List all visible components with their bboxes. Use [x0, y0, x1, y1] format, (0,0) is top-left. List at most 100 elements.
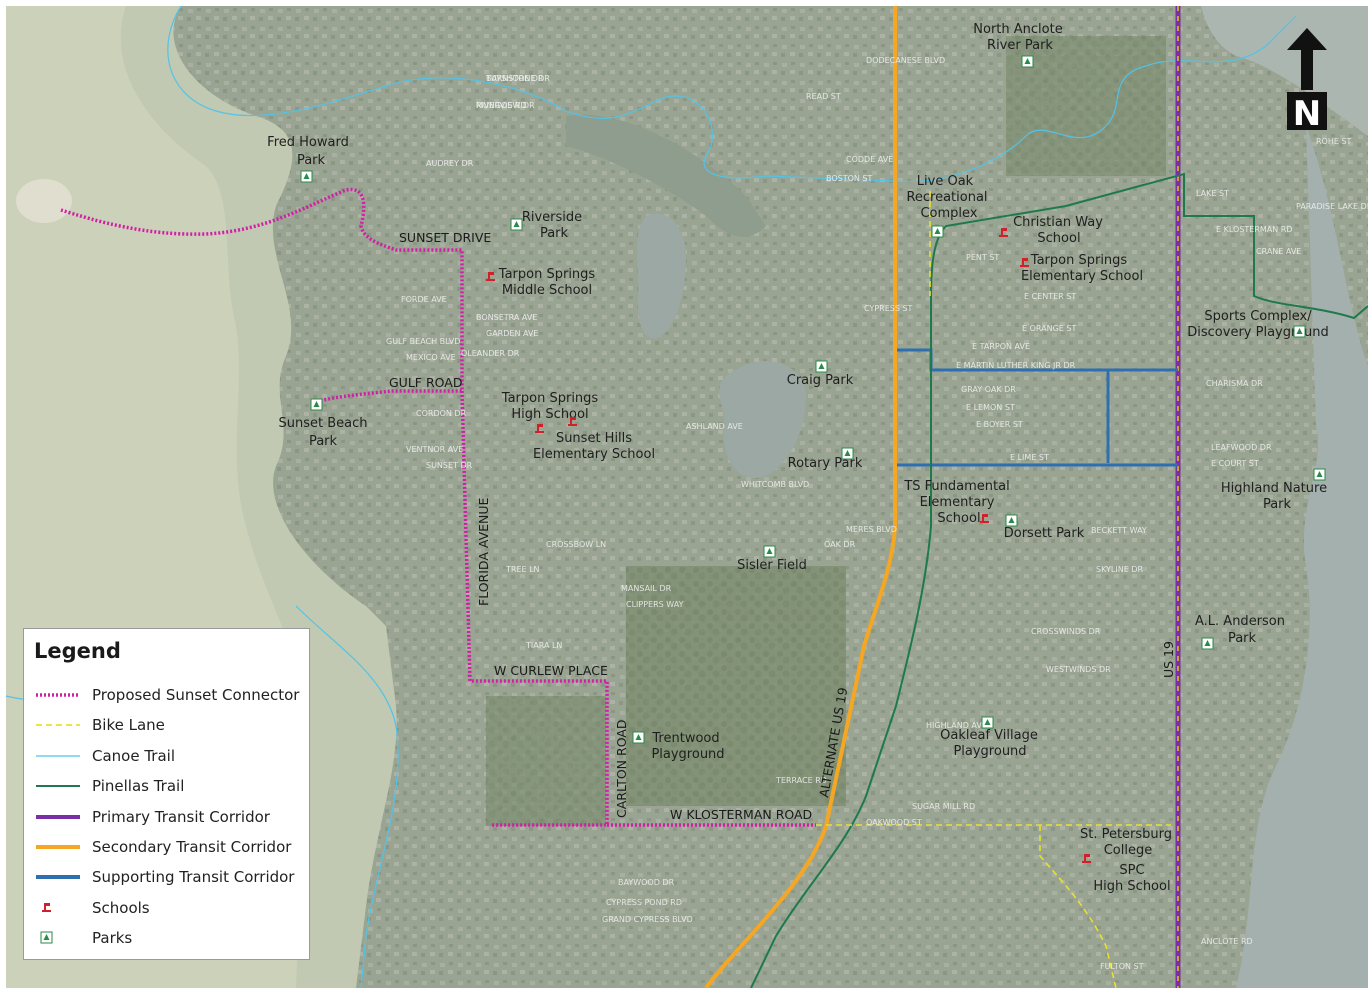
park-trentwood-line2: Playground	[651, 747, 724, 762]
street-label: SUNSET DR	[426, 461, 473, 470]
school-spc-high-line1: SPC	[1119, 863, 1144, 878]
label-w-curlew-place: W CURLEW PLACE	[494, 663, 608, 678]
legend-item: Secondary Transit Corridor	[34, 835, 304, 859]
street-label: CORDON DR	[416, 409, 467, 418]
street-label: AUDREY DR	[426, 159, 474, 168]
school-icon[interactable]	[999, 228, 1008, 237]
park-fred-howard-line1: Fred Howard	[267, 135, 349, 150]
street-label: GARDEN AVE	[486, 329, 538, 338]
street-label: CYPRESS ST	[864, 304, 913, 313]
park-icon[interactable]	[510, 218, 523, 231]
legend-item: Bike Lane	[34, 713, 304, 737]
school-christian-way-line1: Christian Way	[1013, 215, 1103, 230]
legend-label: Parks	[92, 929, 133, 948]
park-icon[interactable]	[300, 170, 313, 183]
school-icon[interactable]	[486, 272, 495, 281]
park-highland-line1: Highland Nature	[1221, 481, 1327, 496]
street-label: E BOYER ST	[976, 420, 1023, 429]
park-sports-complex-line1: Sports Complex/	[1204, 309, 1312, 324]
school-spc-high-line2: High School	[1093, 879, 1170, 894]
school-tarpon-elem-line2: Elementary School	[1021, 269, 1143, 284]
street-label: TREE LN	[505, 565, 540, 574]
legend-symbol-thick-line	[34, 870, 82, 884]
street-label: E CENTER ST	[1024, 292, 1076, 301]
legend-label: Proposed Sunset Connector	[92, 686, 300, 704]
park-trentwood-line1: Trentwood	[651, 731, 719, 746]
label-sunset-drive: SUNSET DRIVE	[399, 230, 491, 245]
street-label: LAKE ST	[1196, 189, 1229, 198]
park-oakleaf-line2: Playground	[953, 744, 1026, 759]
legend-item: Canoe Trail	[34, 744, 304, 768]
park-icon[interactable]	[841, 447, 854, 460]
street-label: FORDE AVE	[401, 295, 447, 304]
park-north-anclote-line1: North Anclote	[973, 22, 1062, 37]
school-icon[interactable]	[980, 514, 989, 523]
school-ts-fundamental-line3: School	[937, 511, 980, 526]
legend-label: Canoe Trail	[92, 746, 175, 765]
school-ts-fundamental-line1: TS Fundamental	[903, 479, 1009, 494]
street-label: BECKETT WAY	[1091, 526, 1147, 535]
legend-label: Bike Lane	[92, 716, 165, 735]
street-label: OAK DR	[824, 540, 856, 549]
spring-bayou	[637, 213, 686, 339]
north-arrow-icon	[1287, 28, 1327, 90]
park-dorsett: Dorsett Park	[1004, 526, 1085, 541]
park-icon[interactable]	[632, 731, 645, 744]
legend-label: Secondary Transit Corridor	[92, 838, 292, 856]
street-label: ROHE ST	[1316, 137, 1352, 146]
school-icon[interactable]	[1082, 854, 1091, 863]
park-sunset-beach-line2: Park	[309, 434, 338, 449]
proposed-sunset-connector	[60, 187, 816, 827]
label-florida-avenue: FLORIDA AVENUE	[476, 497, 491, 606]
street-label: E MARTIN LUTHER KING JR DR	[956, 361, 1076, 370]
label-us19: US 19	[1161, 641, 1176, 678]
park-markers	[300, 55, 1326, 744]
street-label: PENT ST	[966, 253, 999, 262]
pinellas-trail	[750, 172, 1368, 988]
street-label: TERRACE RD	[775, 776, 827, 785]
school-icon[interactable]	[1020, 258, 1029, 267]
legend-symbol-dashed-line	[34, 718, 82, 732]
street-label: MANSAIL DR	[621, 584, 672, 593]
park-sports-complex-line2: Discovery Playground	[1187, 325, 1328, 340]
park-sisler: Sisler Field	[737, 558, 807, 573]
legend-item: Proposed Sunset Connector	[34, 683, 304, 707]
street-label: HIGHLAND AVE	[926, 721, 987, 730]
legend-label: Supporting Transit Corridor	[92, 868, 295, 887]
park-icon[interactable]	[1005, 514, 1018, 527]
street-label: LEAFWOOD DR	[1211, 443, 1272, 452]
park-icon[interactable]	[1293, 325, 1306, 338]
park-icon[interactable]	[1201, 637, 1214, 650]
school-ts-fundamental-line2: Elementary	[920, 495, 995, 510]
park-icon[interactable]	[310, 398, 323, 411]
street-label: WHITCOMB BLVD	[741, 480, 809, 489]
park-icon[interactable]	[763, 545, 776, 558]
park-icon[interactable]	[1021, 55, 1034, 68]
street-label: FULTON ST	[1100, 962, 1144, 971]
street-label: BAYSHORE DR	[486, 74, 544, 83]
park-rotary: Rotary Park	[788, 456, 863, 471]
school-icon[interactable]	[535, 424, 544, 433]
street-label: E LIME ST	[1010, 453, 1049, 462]
label-w-klosterman-road: W KLOSTERMAN ROAD	[670, 807, 812, 822]
park-icon[interactable]	[815, 360, 828, 373]
legend-symbol-thick-line	[34, 810, 82, 824]
park-icon[interactable]	[981, 716, 994, 729]
legend-title: Legend	[34, 639, 121, 663]
school-middle-line2: Middle School	[502, 283, 592, 298]
park-live-oak-line1: Live Oak	[917, 174, 974, 189]
street-label: CLIPPERS WAY	[626, 600, 684, 609]
label-carlton-road: CARLTON ROAD	[614, 720, 629, 819]
school-icon[interactable]	[568, 417, 577, 426]
street-label: GULF BEACH BLVD	[386, 337, 460, 346]
lake-tarpon-bayou	[719, 361, 806, 478]
school-spc-line2: College	[1104, 843, 1153, 858]
park-icon[interactable]	[1313, 468, 1326, 481]
school-high-line1: Tarpon Springs	[501, 391, 599, 406]
park-icon[interactable]	[931, 225, 944, 238]
street-label: E COURT ST	[1211, 459, 1259, 468]
school-middle-line1: Tarpon Springs	[498, 267, 596, 282]
street-label: MERES BLVD	[846, 525, 897, 534]
